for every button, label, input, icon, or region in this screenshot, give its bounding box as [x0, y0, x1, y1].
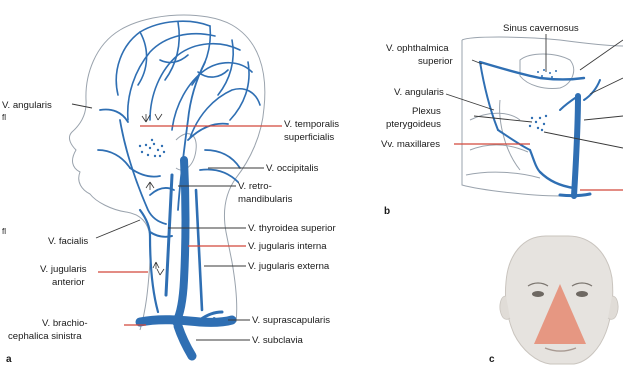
label-v-suprascapularis: V. suprascapularis [252, 315, 330, 326]
sinus-cavernosus-dots [537, 69, 557, 78]
label-v-thyroidea-superior: V. thyroidea superior [248, 223, 336, 234]
label-v-facialis: V. facialis [48, 236, 88, 247]
panel-b-drawing [462, 37, 623, 196]
label-v-temporalis-line2: superficialis [284, 132, 334, 143]
label-sinus-cavernosus: Sinus cavernosus [503, 23, 579, 34]
panel-letter-c: c [489, 354, 495, 365]
label-plexus-line2: pterygoideus [386, 119, 441, 130]
label-v-subclavia: V. subclavia [252, 335, 304, 346]
pterygoid-plexus-b-dots [529, 115, 547, 131]
label-v-jugularis-anterior-line1: V. jugularis [40, 264, 87, 275]
panel-c-face-drawing [500, 236, 618, 364]
label-v-jugularis-anterior-line2: anterior [52, 277, 85, 288]
label-v-occipitalis: V. occipitalis [266, 163, 319, 174]
label-v-brachiocephalica-line2: cephalica sinistra [8, 331, 82, 342]
panel-b-leader-lines [446, 34, 623, 190]
label-v-angularis-b: V. angularis [394, 87, 444, 98]
label-v-jugularis-interna: V. jugularis interna [248, 241, 327, 252]
margin-mark-top: fl [2, 113, 6, 122]
panel-b-labels: Sinus cavernosus V. ophthalmica superior… [381, 23, 579, 150]
label-v-retromandibularis-line1: V. retro- [238, 181, 272, 192]
panel-letter-b: b [384, 206, 390, 217]
label-v-jugularis-externa: V. jugularis externa [248, 261, 330, 272]
margin-mark-bottom: fl [2, 227, 6, 236]
label-vv-maxillares: Vv. maxillares [381, 139, 440, 150]
panel-letter-a: a [6, 354, 12, 365]
label-v-ophthalmica-line1: V. ophthalmica [386, 43, 449, 54]
label-v-brachiocephalica-line1: V. brachio- [42, 318, 88, 329]
panel-b-veins [480, 62, 600, 196]
panel-a-veins [98, 21, 260, 356]
label-v-temporalis-line1: V. temporalis [284, 119, 339, 130]
pterygoid-plexus-dots [139, 139, 165, 157]
label-v-ophthalmica-line2: superior [418, 56, 453, 67]
label-v-retromandibularis-line2: mandibularis [238, 194, 293, 205]
label-plexus-line1: Plexus [412, 106, 441, 117]
label-v-angularis-a: V. angularis [2, 100, 52, 111]
